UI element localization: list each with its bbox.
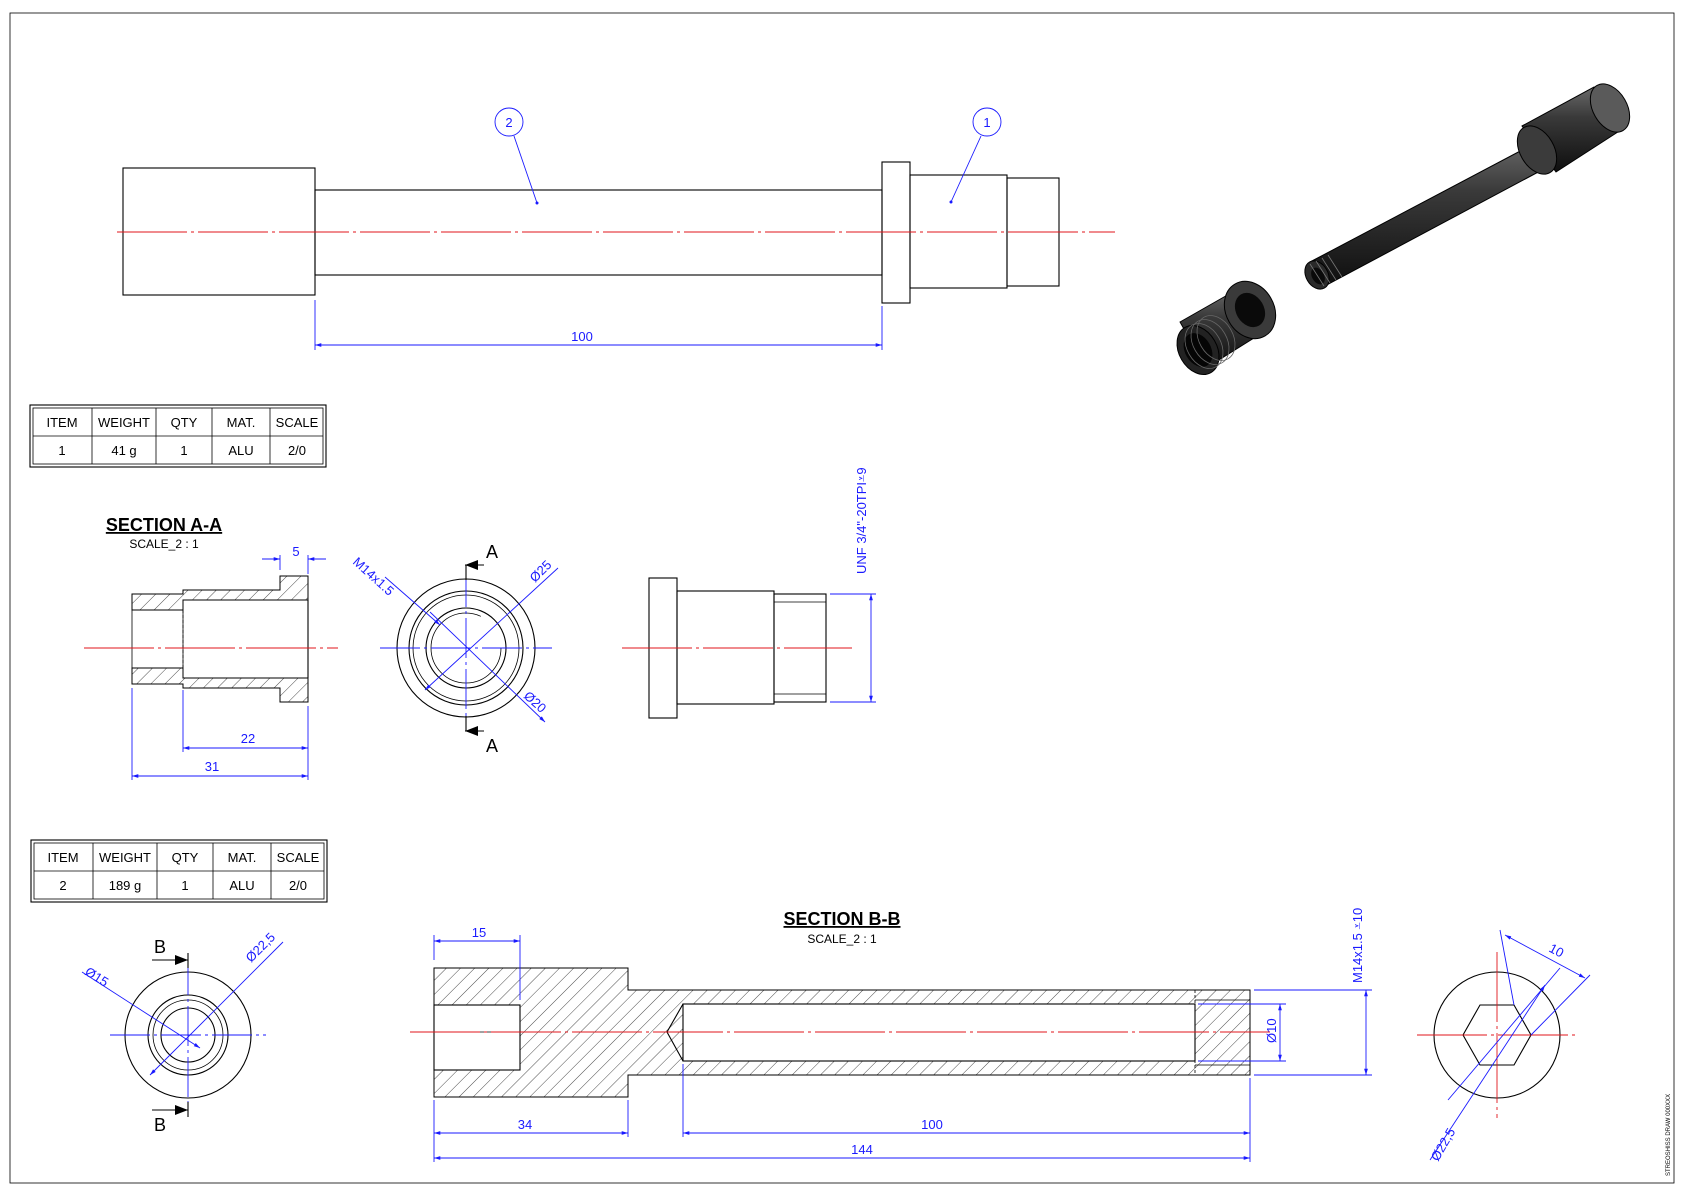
svg-text:10: 10 xyxy=(1547,940,1567,960)
dim-sec-b-144: 144 xyxy=(434,1142,1250,1160)
svg-text:34: 34 xyxy=(518,1117,532,1132)
dim-sec-b-100: 100 xyxy=(682,1064,1251,1162)
nut-end-view: A A M14x1.5 Ø25 Ø20 xyxy=(350,542,559,756)
svg-text:100: 100 xyxy=(571,329,593,344)
dim-sec-a-22: 22 xyxy=(182,690,309,780)
svg-text:Ø20: Ø20 xyxy=(521,688,549,716)
svg-text:2: 2 xyxy=(505,115,512,130)
shaft-end-view: B B Ø15 Ø22,5 xyxy=(81,929,284,1135)
svg-text:41 g: 41 g xyxy=(111,443,136,458)
dim-sec-b-15: 15 xyxy=(433,925,521,1000)
section-a-a: SECTION A-A SCALE_2 : 1 5 22 31 xyxy=(84,515,338,780)
svg-text:MAT.: MAT. xyxy=(228,850,257,865)
svg-text:2: 2 xyxy=(59,878,66,893)
svg-text:15: 15 xyxy=(472,925,486,940)
svg-text:A: A xyxy=(486,736,498,756)
svg-text:Ø10: Ø10 xyxy=(1264,1018,1279,1043)
svg-text:M14x1.5 ⩡10: M14x1.5 ⩡10 xyxy=(1350,908,1365,983)
svg-text:ITEM: ITEM xyxy=(47,850,78,865)
svg-text:1: 1 xyxy=(180,443,187,458)
dim-sec-b-bore-dia: Ø10 xyxy=(1198,1003,1286,1062)
svg-text:22: 22 xyxy=(241,731,255,746)
svg-text:100: 100 xyxy=(921,1117,943,1132)
svg-text:1: 1 xyxy=(58,443,65,458)
svg-text:1: 1 xyxy=(181,878,188,893)
svg-text:189 g: 189 g xyxy=(109,878,142,893)
item-table-1: ITEM WEIGHT QTY MAT. SCALE 1 41 g 1 ALU … xyxy=(29,404,327,468)
side-note: STREOSHISS DRAW 000XXX xyxy=(1666,1094,1672,1176)
dim-sec-b-thread: M14x1.5 ⩡10 xyxy=(1254,908,1372,1076)
dim-sec-a-31: 31 xyxy=(131,688,308,780)
svg-text:Ø22,5: Ø22,5 xyxy=(243,929,279,965)
svg-text:M14x1.5: M14x1.5 xyxy=(350,554,397,599)
svg-text:SECTION B-B: SECTION B-B xyxy=(784,909,901,929)
dim-sec-b-34: 34 xyxy=(433,1100,629,1162)
svg-text:144: 144 xyxy=(851,1142,873,1157)
dim-assembly-100: 100 xyxy=(314,300,883,350)
balloon-item-2: 2 xyxy=(494,107,539,205)
svg-text:UNF 3/4"-20TPI⩡9: UNF 3/4"-20TPI⩡9 xyxy=(854,467,869,574)
svg-text:SCALE_2 : 1: SCALE_2 : 1 xyxy=(807,932,877,946)
svg-text:Ø22,5: Ø22,5 xyxy=(1428,1125,1459,1163)
svg-text:SCALE: SCALE xyxy=(277,850,320,865)
svg-text:Ø25: Ø25 xyxy=(527,557,555,585)
svg-text:B: B xyxy=(154,937,166,957)
svg-text:WEIGHT: WEIGHT xyxy=(99,850,151,865)
svg-text:2/0: 2/0 xyxy=(288,443,306,458)
hex-end-view: 10 Ø22,5 xyxy=(1417,929,1591,1164)
dim-unf-thread: UNF 3/4"-20TPI⩡9 xyxy=(830,467,876,703)
svg-text:SCALE_2 : 1: SCALE_2 : 1 xyxy=(129,537,199,551)
svg-text:MAT.: MAT. xyxy=(227,415,256,430)
section-b-b: SECTION B-B SCALE_2 : 1 15 34 xyxy=(410,908,1372,1162)
svg-text:ALU: ALU xyxy=(228,443,253,458)
nut-side-view: UNF 3/4"-20TPI⩡9 xyxy=(622,467,876,719)
sheet-border xyxy=(9,12,1675,1184)
svg-text:2/0: 2/0 xyxy=(289,878,307,893)
svg-text:QTY: QTY xyxy=(171,415,198,430)
svg-text:ITEM: ITEM xyxy=(46,415,77,430)
svg-text:ALU: ALU xyxy=(229,878,254,893)
svg-text:1: 1 xyxy=(983,115,990,130)
isometric-render xyxy=(1176,83,1631,375)
svg-text:31: 31 xyxy=(205,759,219,774)
assembly-view: 2 1 100 xyxy=(117,107,1115,350)
dim-hex-dia: Ø22,5 xyxy=(1428,984,1546,1164)
svg-text:WEIGHT: WEIGHT xyxy=(98,415,150,430)
item-table-2: ITEM WEIGHT QTY MAT. SCALE 2 189 g 1 ALU… xyxy=(30,839,328,903)
balloon-item-1: 1 xyxy=(949,107,1002,204)
dim-sec-a-5: 5 xyxy=(262,544,326,574)
svg-text:B: B xyxy=(154,1115,166,1135)
svg-text:A: A xyxy=(486,542,498,562)
svg-text:SCALE: SCALE xyxy=(276,415,319,430)
svg-text:5: 5 xyxy=(292,544,299,559)
svg-text:Ø15: Ø15 xyxy=(82,964,111,990)
svg-text:QTY: QTY xyxy=(172,850,199,865)
dim-hex-10: 10 xyxy=(1447,929,1591,1101)
svg-text:SECTION A-A: SECTION A-A xyxy=(106,515,222,535)
